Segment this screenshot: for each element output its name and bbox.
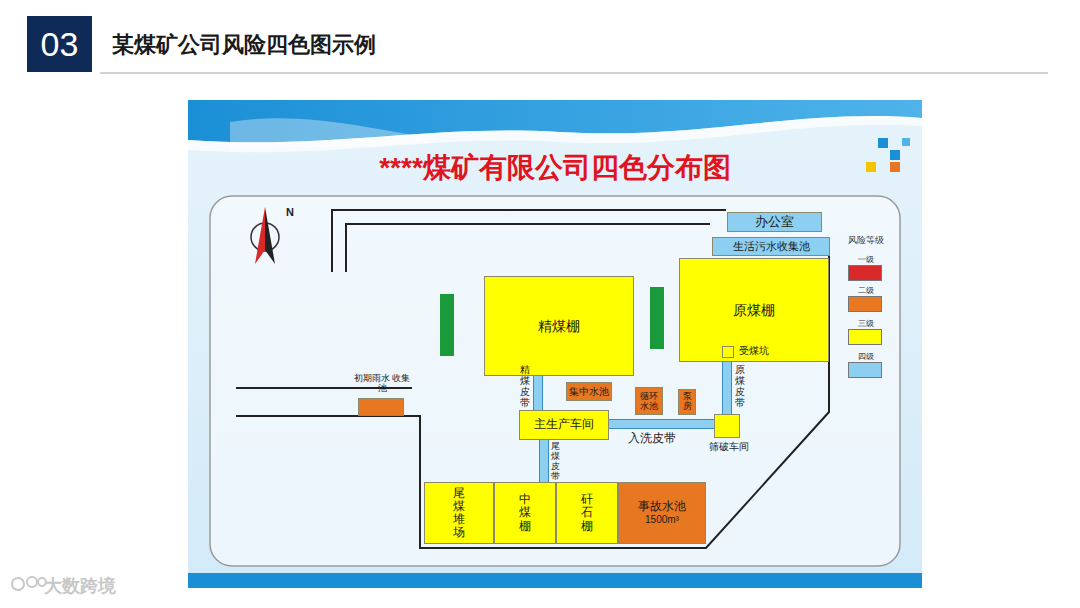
facility-box: 主生产车间 — [519, 410, 609, 440]
map-title: ****煤矿有限公司四色分布图 — [188, 148, 922, 188]
legend-swatch — [848, 265, 882, 281]
facility-box: 原煤棚受煤坑 — [679, 258, 829, 362]
legend-item: 二级 — [848, 285, 884, 312]
legend-item: 三级 — [848, 318, 884, 345]
office-box: 生活污水收集池 — [712, 237, 830, 256]
node-label: 事故水池 — [638, 500, 686, 514]
conveyor-belt — [723, 358, 731, 414]
facility-box: 矸石棚 — [556, 482, 618, 544]
facility-box: 中煤棚 — [494, 482, 556, 544]
facility-box: 受煤坑 — [722, 346, 734, 358]
belt-label: 尾煤皮带 — [551, 442, 560, 482]
node-label: 生活污水收集池 — [733, 240, 810, 253]
belt-outline — [533, 376, 543, 410]
banner-wave — [188, 116, 922, 152]
belt-label: 入洗皮带 — [628, 431, 676, 445]
slide-title: 某煤矿公司风险四色图示例 — [112, 30, 376, 60]
node-label: 集中水池 — [569, 386, 609, 398]
bottom-bar — [188, 573, 922, 588]
section-number: 03 — [27, 16, 92, 72]
node-label: 1500m³ — [645, 514, 679, 526]
pool-box: 循环 水池 — [635, 387, 663, 415]
facility-box: 尾煤堆场 — [424, 482, 494, 544]
conveyor-belt — [609, 420, 714, 428]
pool-box: 初期雨水 收集池 — [358, 398, 404, 416]
legend-swatch — [848, 362, 882, 378]
node-label: 中煤棚 — [519, 493, 531, 533]
node-label: 初期雨水 收集池 — [351, 373, 413, 394]
site-boundary — [210, 196, 900, 566]
node-label: 主生产车间 — [534, 418, 594, 432]
node-label: 精煤棚 — [538, 318, 580, 334]
node-label: 受煤坑 — [739, 345, 769, 357]
legend-text: 四级 — [848, 351, 884, 362]
map-panel — [188, 100, 922, 588]
node-label: 筛破车间 — [709, 441, 749, 453]
belt-label: 精煤皮带 — [520, 364, 530, 408]
green-strip — [440, 294, 454, 356]
legend-text: 二级 — [848, 285, 884, 296]
node-label: 办公室 — [755, 215, 794, 230]
section-badge — [27, 16, 92, 72]
road-lines — [236, 210, 829, 548]
facility-box: 筛破车间 — [714, 414, 740, 438]
conveyor-belt — [540, 440, 548, 482]
node-label: 原煤棚 — [733, 302, 775, 318]
book-page — [230, 118, 440, 150]
pool-box: 事故水池1500m³ — [618, 482, 706, 544]
belt-outline — [539, 440, 549, 482]
watermark: 大数跨境 — [44, 574, 154, 598]
corner-squares — [866, 138, 910, 172]
legend-text: 一级 — [848, 254, 884, 265]
watermark-icon — [12, 577, 46, 590]
legend-item: 四级 — [848, 351, 884, 378]
office-box: 办公室 — [727, 212, 822, 232]
belt-label: 原煤皮带 — [735, 364, 745, 408]
belt-outline — [609, 419, 714, 429]
pool-box: 泵房 — [678, 389, 696, 415]
pool-box: 集中水池 — [566, 382, 612, 401]
node-label: 循环 水池 — [636, 391, 662, 412]
legend-swatch — [848, 296, 882, 312]
node-label: 尾煤堆场 — [453, 487, 465, 540]
north-label: N — [286, 204, 302, 220]
belt-outline — [722, 358, 732, 414]
node-label: 泵房 — [683, 392, 692, 412]
facility-box: 精煤棚 — [484, 276, 634, 376]
conveyor-belt — [534, 376, 542, 410]
north-arrow — [251, 207, 279, 264]
legend-swatch — [848, 329, 882, 345]
node-label: 矸石棚 — [581, 493, 593, 533]
legend-heading: 风险等级 — [838, 233, 894, 247]
green-strip — [650, 287, 664, 349]
header-rule — [100, 73, 1048, 74]
legend-text: 三级 — [848, 318, 884, 329]
legend-item: 一级 — [848, 254, 884, 281]
